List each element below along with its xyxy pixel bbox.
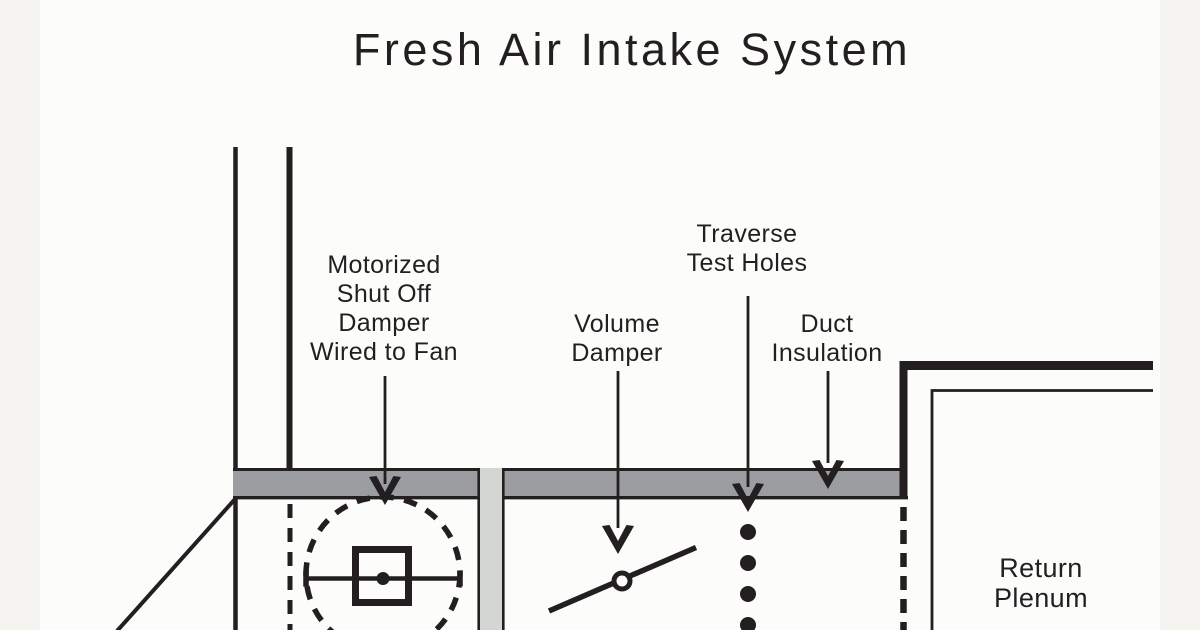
traverse-test-holes-arrow [732,296,764,512]
volume-damper-arrow [602,371,634,554]
intake-wall-lines [115,147,293,630]
damper-hub-dot [376,572,390,585]
return-plenum-outline [930,389,1153,630]
label-traverse-test-holes: Traverse Test Holes [686,220,808,277]
test-hole-dot [740,617,756,630]
arrow-head [369,476,401,505]
test-hole-dot [740,586,756,602]
duct-insulated-fill [233,469,903,498]
arrow-head [602,525,634,554]
intake-hood-diagonal-line [115,496,238,630]
test-hole-dot [740,555,756,571]
label-volume-damper: Volume Damper [571,310,663,367]
traverse-test-holes-dots [740,524,756,630]
right-edge-strip [1160,0,1200,630]
left-edge-strip [0,0,40,630]
test-hole-dot [740,524,756,540]
label-duct-insulation: Duct Insulation [771,310,883,367]
arrow-head [732,483,764,512]
duct-insulation-arrow [812,371,844,489]
supply-duct [233,468,908,500]
motorized-damper-symbol [303,494,463,630]
diagram-title: Fresh Air Intake System [352,24,912,75]
duct-riser [477,468,505,630]
motorized-damper-arrow [369,376,401,505]
riser-fill [479,468,503,630]
arrow-head [812,460,844,489]
duct-elbow [899,361,1153,630]
volume-damper-pivot-circle [611,570,633,592]
volume-damper-symbol [547,544,698,614]
label-return-plenum: Return Plenum [994,553,1088,613]
label-motorized-damper: Motorized Shut Off Damper Wired to Fan [310,251,458,366]
